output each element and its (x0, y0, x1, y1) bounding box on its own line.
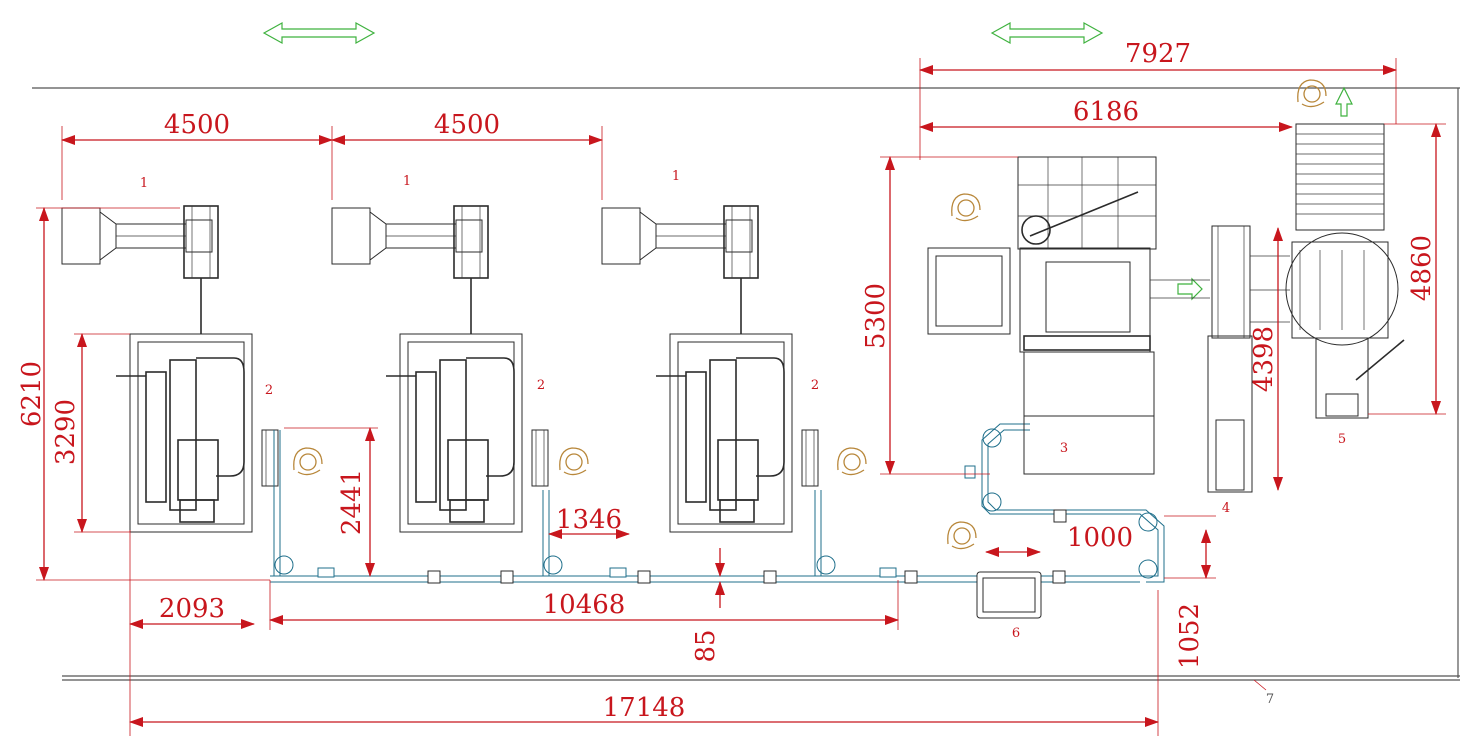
dim-4500-right: 4500 (434, 110, 500, 140)
dim-4500-left: 4500 (164, 110, 230, 140)
double-arrow-icon (990, 21, 1104, 45)
flow-arrow-icon (1177, 277, 1203, 301)
label-wall-7: 7 (1266, 692, 1274, 707)
dim-1346: 1346 (556, 505, 622, 535)
packing-machine (116, 333, 279, 533)
label-feeder-1: 1 (403, 174, 411, 189)
packing-machine (656, 333, 819, 533)
dim-1052: 1052 (1175, 603, 1205, 669)
dim-17148: 17148 (603, 693, 686, 723)
case-erector (927, 156, 1210, 475)
label-feeder-1: 1 (140, 176, 148, 191)
label-station-6: 6 (1012, 626, 1020, 641)
double-arrow-icon (262, 21, 376, 45)
operator-icon (1297, 79, 1327, 108)
up-arrow-icon (1335, 86, 1353, 117)
label-machine-2: 2 (537, 378, 545, 393)
stretch-wrapper (1285, 123, 1405, 419)
label-feeder-1: 1 (672, 169, 680, 184)
operator-icon (559, 447, 589, 476)
dim-2441: 2441 (337, 469, 367, 535)
dim-6210: 6210 (17, 361, 47, 427)
case-sealer (1207, 225, 1290, 493)
dim-4398: 4398 (1249, 326, 1279, 392)
packing-machine (386, 333, 549, 533)
dim-7927: 7927 (1125, 39, 1191, 69)
weigher-feeder (61, 205, 219, 334)
main-conveyor (270, 423, 1165, 584)
dim-4860: 4860 (1407, 235, 1437, 301)
label-machine-2: 2 (265, 383, 273, 398)
control-panel (976, 571, 1042, 619)
label-station-5: 5 (1338, 432, 1346, 447)
dim-85: 85 (691, 629, 721, 662)
dim-1000: 1000 (1067, 523, 1133, 553)
building-wall (32, 87, 1460, 681)
label-station-4: 4 (1222, 501, 1230, 516)
label-machine-2: 2 (811, 378, 819, 393)
operator-icon (293, 447, 323, 476)
dim-5300: 5300 (861, 283, 891, 349)
weigher-feeder (331, 205, 489, 334)
operator-icon (947, 521, 977, 550)
dim-10468: 10468 (543, 590, 626, 620)
dim-3290: 3290 (51, 399, 81, 465)
dim-6186: 6186 (1073, 97, 1139, 127)
label-station-3: 3 (1060, 441, 1068, 456)
weigher-feeder (601, 205, 759, 334)
dimension-lines (36, 58, 1446, 736)
operator-icon (951, 193, 981, 222)
dim-2093: 2093 (159, 594, 225, 624)
operator-icon (837, 447, 867, 476)
